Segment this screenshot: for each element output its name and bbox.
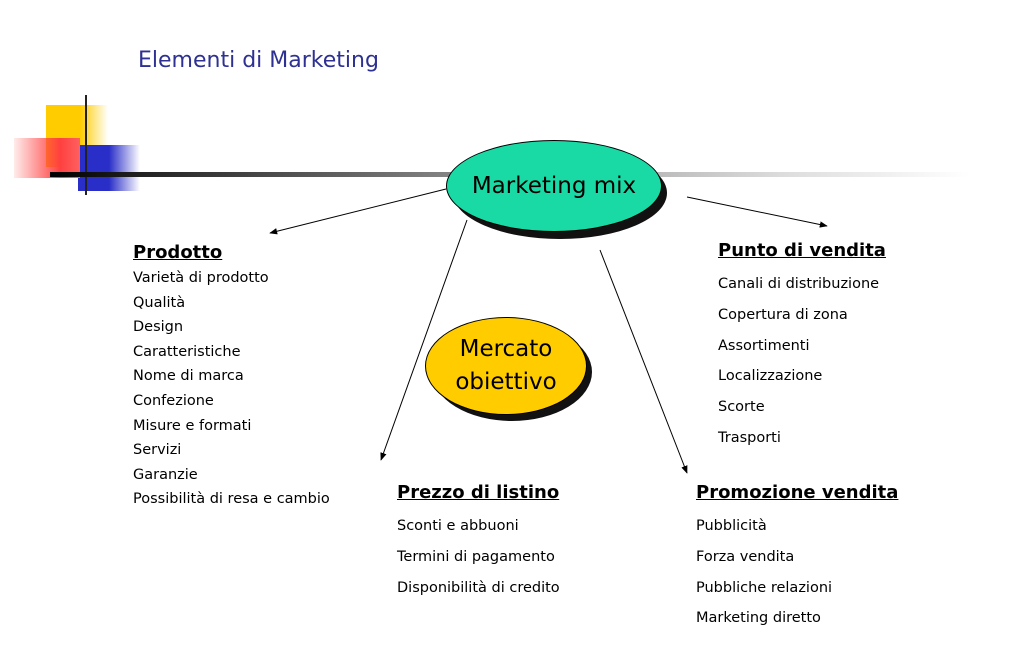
list-item: Marketing diretto [696,610,821,627]
list-item: Servizi [133,442,182,459]
logo-red-square [14,138,80,178]
arrow-to-prezzo [380,219,468,461]
group-promozione: Promozione vendita Pubblicità Forza vend… [696,482,898,634]
list-promozione: Pubblicità Forza vendita Pubbliche relaz… [696,511,898,634]
list-item: Nome di marca [133,368,244,385]
arrow-to-promozione [599,249,688,474]
slide-title: Elementi di Marketing [138,48,379,73]
list-item: Confezione [133,392,214,409]
mercato-obiettivo-line1: Mercato [459,336,553,362]
group-prodotto: Prodotto Varietà di prodotto Qualità Des… [133,242,330,512]
list-item: Caratteristiche [133,343,241,360]
list-item: Localizzazione [718,368,823,385]
arrow-to-punto-vendita [686,196,828,228]
heading-prezzo: Prezzo di listino [397,482,560,503]
mercato-obiettivo-oval: Mercato obiettivo [425,317,587,415]
logo-blue-square [78,145,140,191]
list-prodotto: Varietà di prodotto Qualità Design Carat… [133,266,330,512]
list-item: Scorte [718,399,765,416]
group-punto-vendita: Punto di vendita Canali di distribuzione… [718,240,886,454]
list-item: Varietà di prodotto [133,270,269,286]
heading-promozione: Promozione vendita [696,482,899,503]
list-punto-vendita: Canali di distribuzione Copertura di zon… [718,269,886,454]
heading-prodotto: Prodotto [133,242,223,263]
list-item: Sconti e abbuoni [397,518,519,534]
list-item: Copertura di zona [718,306,848,323]
list-prezzo: Sconti e abbuoni Termini di pagamento Di… [397,511,560,603]
group-prezzo: Prezzo di listino Sconti e abbuoni Termi… [397,482,560,603]
list-item: Trasporti [718,429,781,446]
heading-punto-vendita: Punto di vendita [718,240,886,261]
list-item: Qualità [133,294,186,311]
list-item: Misure e formati [133,417,252,434]
marketing-mix-oval: Marketing mix [446,140,662,232]
list-item: Possibilità di resa e cambio [133,491,330,508]
list-item: Canali di distribuzione [718,276,880,292]
list-item: Termini di pagamento [397,548,555,565]
list-item: Design [133,319,184,336]
marketing-mix-label: Marketing mix [471,173,637,199]
mercato-obiettivo-line2: obiettivo [455,369,557,395]
arrow-to-prodotto [269,188,447,235]
logo-vertical-line [85,95,87,195]
list-item: Forza vendita [696,548,795,565]
list-item: Pubblicità [696,518,767,534]
list-item: Pubbliche relazioni [696,579,833,596]
list-item: Assortimenti [718,337,810,354]
list-item: Garanzie [133,466,198,483]
list-item: Disponibilità di credito [397,579,560,596]
